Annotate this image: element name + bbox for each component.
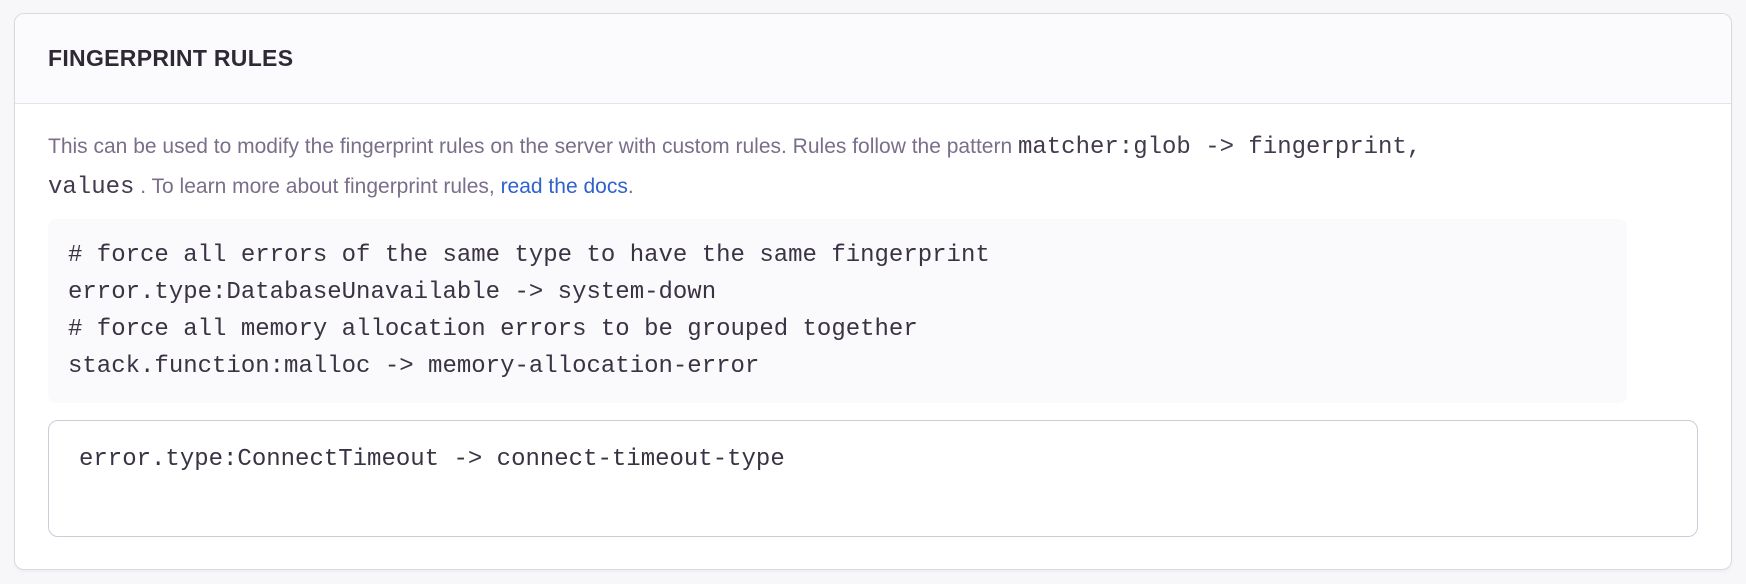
fingerprint-rules-panel: FINGERPRINT RULES This can be used to mo… xyxy=(14,13,1732,570)
panel-body: This can be used to modify the fingerpri… xyxy=(15,104,1731,570)
help-text-line1: This can be used to modify the fingerpri… xyxy=(48,135,1018,158)
panel-header: FINGERPRINT RULES xyxy=(15,14,1731,104)
help-text-line2: . To learn more about fingerprint rules, xyxy=(134,175,501,198)
inline-code-pattern-values: values xyxy=(48,174,135,201)
panel-title: FINGERPRINT RULES xyxy=(48,45,294,71)
read-the-docs-link[interactable]: read the docs xyxy=(500,175,628,198)
fingerprint-rules-input[interactable]: error.type:ConnectTimeout -> connect-tim… xyxy=(48,420,1698,537)
inline-code-pattern: matcher:glob -> fingerprint, xyxy=(1017,134,1422,161)
example-code-block: # force all errors of the same type to h… xyxy=(48,219,1627,403)
help-text-period: . xyxy=(627,175,634,198)
field-help-text: This can be used to modify the fingerpri… xyxy=(48,127,1698,207)
